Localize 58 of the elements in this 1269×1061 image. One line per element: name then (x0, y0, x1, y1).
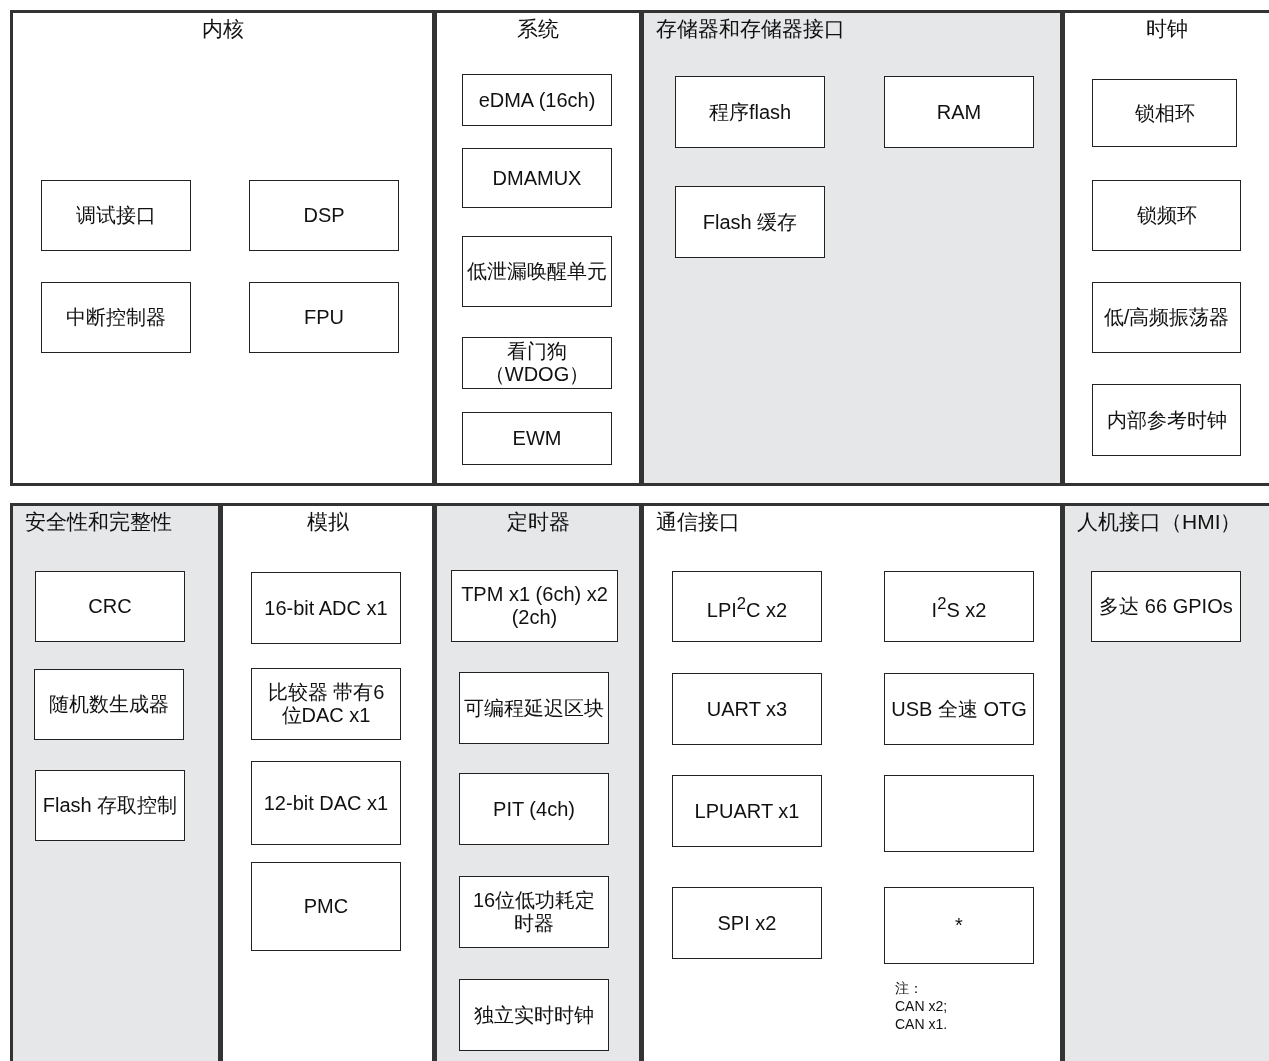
module-box: 程序flash (675, 76, 825, 148)
section-heading: 安全性和完整性 (25, 510, 172, 533)
section-panel (10, 503, 221, 1061)
section-heading: 模拟 (306, 510, 349, 533)
module-box: 多达 66 GPIOs (1091, 571, 1241, 642)
module-box: 看门狗（WDOG） (462, 337, 612, 389)
section-panel (434, 10, 642, 486)
module-box: 低泄漏唤醒单元 (462, 236, 612, 307)
module-box: 中断控制器 (41, 282, 191, 353)
module-box: 比较器 带有6 位DAC x1 (251, 668, 401, 740)
module-box: FPU (249, 282, 399, 353)
module-box: * (884, 887, 1034, 964)
module-box: UART x3 (672, 673, 822, 745)
module-box: CRC (35, 571, 185, 642)
module-box: SPI x2 (672, 887, 822, 959)
module-box: PMC (251, 862, 401, 951)
module-box: 调试接口 (41, 180, 191, 251)
note-text: CAN x1. (895, 1016, 948, 1033)
module-box: 低/高频振荡器 (1092, 282, 1241, 353)
module-box: TPM x1 (6ch) x2 (2ch) (451, 570, 618, 642)
module-box: 16位低功耗定时器 (459, 876, 609, 948)
module-box: LPI$^{2}$C x2 (672, 571, 822, 642)
module-box: 锁相环 (1092, 79, 1237, 147)
section-heading: 时钟 (1146, 17, 1188, 40)
module-box: DMAMUX (462, 148, 612, 208)
module-box: 随机数生成器 (34, 669, 184, 740)
section-heading: 通信接口 (656, 510, 740, 533)
section-heading: 存储器和存储器接口 (656, 17, 845, 40)
note-text: 注： (895, 980, 923, 997)
module-box: EWM (462, 412, 612, 465)
module-box: LPUART x1 (672, 775, 822, 847)
module-box: Flash 存取控制 (35, 770, 185, 841)
module-box: 16-bit ADC x1 (251, 572, 401, 644)
note-text: CAN x2; (895, 998, 948, 1015)
module-box: USB 全速 OTG (884, 673, 1034, 745)
module-box: 12-bit DAC x1 (251, 761, 401, 845)
section-panel (641, 503, 1063, 1061)
module-box: PIT (4ch) (459, 773, 609, 845)
section-panel (1062, 10, 1269, 486)
section-panel (10, 10, 435, 486)
module-box: 可编程延迟区块 (459, 672, 609, 744)
module-box: I$^{2}$S x2 (884, 571, 1034, 642)
module-box: 锁频环 (1092, 180, 1241, 251)
empty-box (884, 775, 1034, 852)
section-heading: 人机接口（HMI） (1077, 510, 1242, 533)
section-panel (220, 503, 435, 1061)
section-heading: 定时器 (506, 510, 570, 533)
section-panel (1062, 503, 1269, 1061)
module-box: 独立实时时钟 (459, 979, 609, 1051)
section-heading: 内核 (201, 17, 244, 40)
module-box: RAM (884, 76, 1034, 148)
module-box: DSP (249, 180, 399, 251)
module-box: eDMA (16ch) (462, 74, 612, 126)
section-panel (641, 10, 1063, 486)
module-box: 内部参考时钟 (1092, 384, 1241, 456)
module-box: Flash 缓存 (675, 186, 825, 258)
section-panel (434, 503, 642, 1061)
section-heading: 系统 (517, 17, 559, 40)
